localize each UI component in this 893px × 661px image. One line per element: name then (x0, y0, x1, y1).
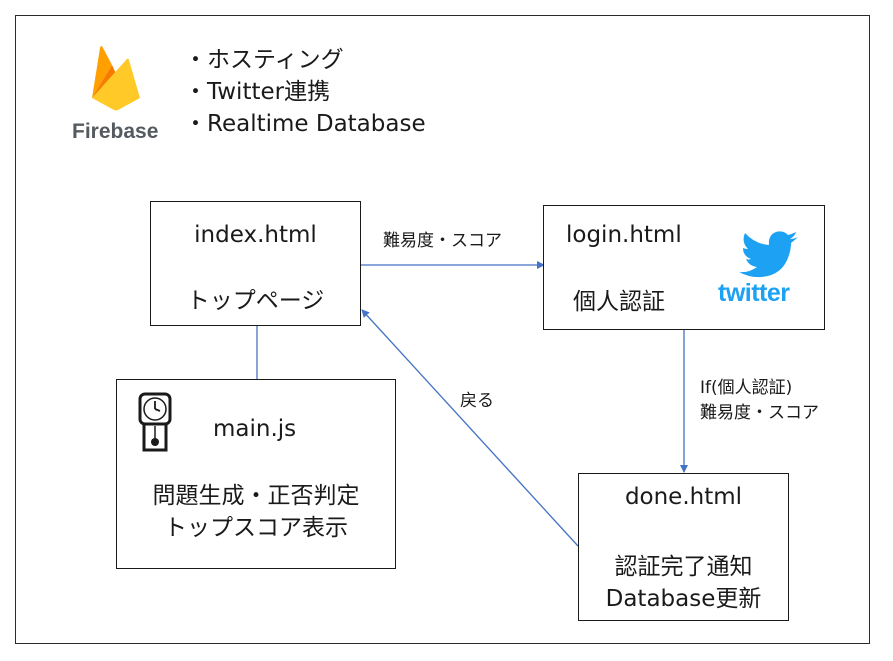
node-done: done.html 認証完了通知 Database更新 (578, 473, 789, 621)
firebase-logo-icon (92, 46, 140, 111)
node-main: main.js 問題生成・正否判定 トップスコア表示 (116, 379, 396, 569)
edge-label-login-to-done-2: 難易度・スコア (700, 403, 819, 423)
feature-item: ・Realtime Database (184, 111, 426, 137)
node-done-line1: 認証完了通知 (614, 554, 753, 580)
node-index: index.html トップページ (150, 201, 361, 326)
twitter-bird-icon (739, 231, 798, 278)
node-done-title: done.html (624, 484, 743, 510)
twitter-wordmark: twitter (718, 279, 790, 307)
node-main-title: main.js (213, 416, 297, 442)
edge-label-login-to-done-1: If(個人認証) (700, 378, 793, 398)
node-login-title: login.html (566, 222, 682, 248)
pendulum-clock-icon (138, 392, 172, 452)
diagram-frame (15, 15, 870, 644)
node-index-subtitle: トップページ (186, 288, 325, 314)
node-main-line2: トップスコア表示 (164, 515, 348, 541)
node-index-title: index.html (194, 222, 317, 248)
node-login-subtitle: 個人認証 (573, 289, 665, 315)
node-main-line1: 問題生成・正否判定 (152, 483, 360, 509)
edge-label-index-to-login: 難易度・スコア (383, 231, 502, 251)
feature-list: ・ホスティング ・Twitter連携 ・Realtime Database (184, 44, 426, 140)
node-done-line2: Database更新 (605, 586, 762, 612)
feature-item: ・Twitter連携 (184, 79, 331, 105)
feature-item: ・ホスティング (184, 47, 344, 73)
edge-label-done-to-index: 戻る (460, 391, 494, 411)
node-login: login.html 個人認証 twitter (543, 205, 825, 330)
firebase-label: Firebase (72, 120, 159, 143)
